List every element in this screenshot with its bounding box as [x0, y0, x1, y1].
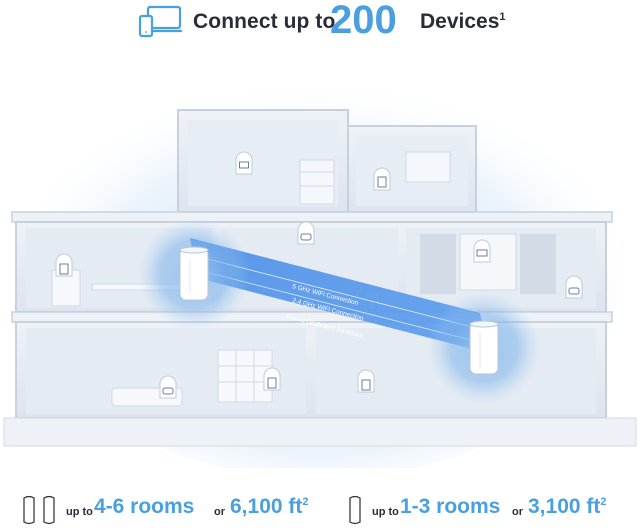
headline-suffix: Devices1: [420, 10, 506, 33]
device-tag-gamepad-right: [565, 275, 583, 299]
coverage-rooms: 1-3 rooms: [400, 495, 501, 518]
devices-icon: [138, 5, 182, 38]
device-tag-gamepad-lower: [159, 375, 177, 399]
device-tag-phone-left: [55, 253, 73, 277]
foundation: [3, 417, 637, 447]
coverage-area: 6,100 ft2: [230, 495, 309, 518]
router-unit-icon: [349, 495, 361, 525]
device-tag-phone-lower: [263, 367, 281, 391]
coverage-or: or: [214, 506, 225, 518]
coverage-two-units: up to 4-6 rooms or 6,100 ft2: [0, 490, 320, 530]
device-tag-display: [473, 239, 491, 263]
coverage-footer: up to 4-6 rooms or 6,100 ft2 up to 1-3 r…: [0, 490, 640, 530]
router-unit-icon: [23, 495, 35, 525]
router-unit-right: [469, 320, 499, 375]
device-tag-gamepad: [297, 221, 315, 245]
header: Connect up to 200 Devices1: [0, 0, 640, 48]
coverage-prefix: up to: [66, 506, 93, 518]
coverage-area: 3,100 ft2: [528, 495, 607, 518]
device-tag-speaker: [373, 167, 391, 191]
house-illustration: 5 GHz WiFi Connection 2.4 GHz WiFi Conne…: [3, 78, 637, 468]
coverage-prefix: up to: [372, 506, 399, 518]
coverage-or: or: [512, 506, 523, 518]
router-unit-left: [179, 246, 209, 301]
headline-device-count: 200: [330, 0, 397, 42]
router-unit-icon: [43, 495, 55, 525]
house-scene: 5 GHz WiFi Connection 2.4 GHz WiFi Conne…: [0, 48, 640, 468]
headline-footnote: 1: [499, 11, 506, 23]
headline-prefix: Connect up to: [193, 10, 336, 33]
coverage-one-unit: up to 1-3 rooms or 3,100 ft2: [320, 490, 640, 530]
coverage-rooms: 4-6 rooms: [94, 495, 195, 518]
device-tag-tablet-lower: [357, 369, 375, 393]
device-tag-tv: [235, 151, 253, 175]
